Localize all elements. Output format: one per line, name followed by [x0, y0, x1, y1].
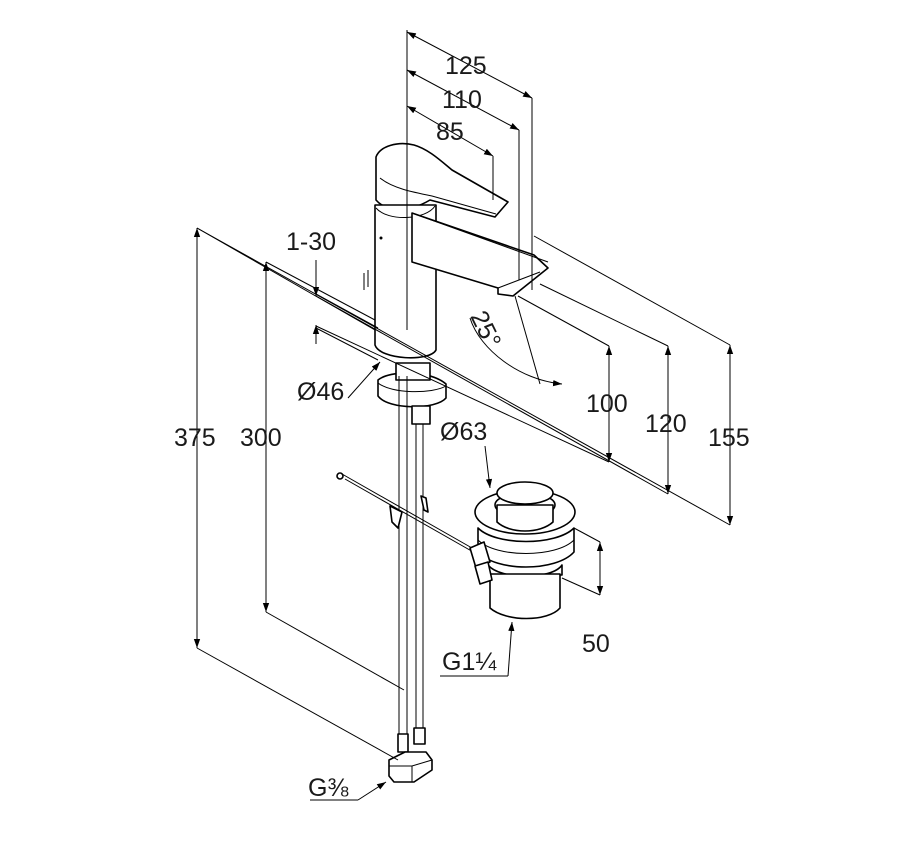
thread-g1-1-4: G1¼ — [442, 648, 497, 676]
dimension-lines — [193, 30, 734, 801]
dim-155: 155 — [708, 424, 750, 452]
dim-110: 110 — [442, 86, 482, 114]
dim-300: 300 — [240, 424, 282, 452]
thread-g3-8: G⅜ — [308, 774, 348, 802]
waste-valve — [469, 481, 576, 620]
dim-375: 375 — [174, 424, 216, 452]
pop-up-rod — [336, 472, 476, 554]
dim-125: 125 — [445, 52, 487, 80]
dim-50: 50 — [582, 630, 610, 658]
supply-hoses — [388, 376, 433, 783]
dim-1-30: 1-30 — [286, 228, 336, 256]
dim-120: 120 — [645, 410, 687, 438]
faucet-body — [363, 142, 549, 359]
dim-d63: Ø63 — [440, 418, 487, 446]
dimension-labels: 125 110 85 1-30 25° Ø46 Ø63 375 300 100 … — [174, 52, 750, 802]
dim-25-degrees: 25° — [465, 306, 507, 352]
dim-d46: Ø46 — [297, 378, 344, 406]
dim-85: 85 — [436, 118, 464, 146]
dim-100: 100 — [586, 390, 628, 418]
mounting-nut — [377, 362, 447, 425]
